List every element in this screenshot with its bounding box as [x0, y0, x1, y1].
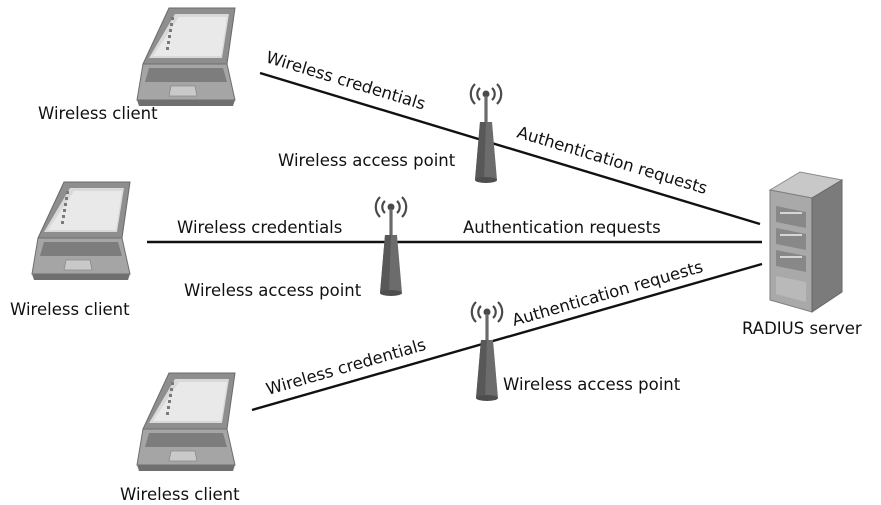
wireless-client-label-3: Wireless client [120, 485, 240, 504]
access-point-icon [469, 82, 503, 185]
auth-requests-label-top: Authentication requests [515, 123, 710, 198]
radius-server-label: RADIUS server [742, 319, 862, 338]
auth-requests-label-middle: Authentication requests [463, 218, 661, 237]
access-point-icon [374, 195, 408, 298]
laptop-icon [136, 372, 236, 472]
connection-line-top [259, 71, 761, 226]
wireless-client-label-1: Wireless client [38, 104, 158, 123]
credentials-label-middle: Wireless credentials [177, 218, 342, 237]
laptop-icon [136, 7, 236, 107]
access-point-label-1: Wireless access point [278, 151, 456, 170]
laptop-icon [31, 181, 131, 281]
access-point-label-3: Wireless access point [503, 375, 681, 394]
connection-line-bottom [251, 262, 763, 412]
auth-requests-label-bottom: Authentication requests [510, 257, 705, 330]
access-point-icon [470, 300, 504, 403]
server-tower-icon [768, 171, 844, 313]
access-point-label-2: Wireless access point [184, 281, 362, 300]
wireless-client-label-2: Wireless client [10, 300, 130, 319]
